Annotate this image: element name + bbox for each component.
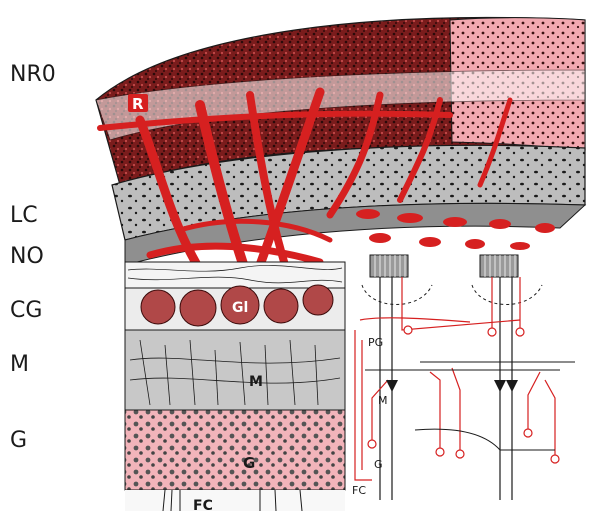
label-g-schematic: G (374, 458, 383, 471)
label-r: R (132, 95, 144, 113)
nerve-fiber-layer (125, 262, 345, 288)
label-gl: Gl (232, 300, 248, 316)
label-pg-schematic: PG (368, 336, 383, 349)
label-fc-inner: FC (193, 498, 213, 511)
label-m-inner: M (249, 374, 263, 390)
mitral-layer (125, 330, 345, 410)
granule-layer (125, 410, 345, 490)
label-fc-schematic: FC (352, 484, 366, 497)
circuit-schematic (355, 255, 575, 500)
label-g-inner: G (243, 454, 255, 472)
label-m-schematic: M (378, 394, 388, 407)
